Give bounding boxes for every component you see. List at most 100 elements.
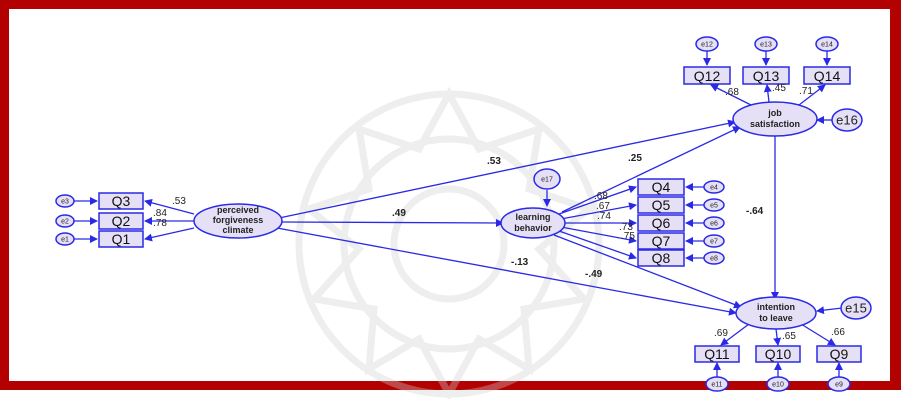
loading-q5: .67 <box>596 201 610 212</box>
coef-lb-itl: -.49 <box>585 269 603 280</box>
svg-text:e2: e2 <box>61 219 69 226</box>
path-lb-js <box>561 126 741 213</box>
svg-text:e16: e16 <box>836 113 858 128</box>
coef-js-itl: -.64 <box>746 206 764 217</box>
svg-text:forgiveness: forgiveness <box>213 215 264 225</box>
svg-text:e17: e17 <box>541 177 553 184</box>
loading-q10: .65 <box>782 331 796 342</box>
coef-pfc-lb: .49 <box>392 208 406 219</box>
svg-text:intention: intention <box>757 302 795 312</box>
svg-text:Q14: Q14 <box>814 68 841 84</box>
svg-text:e13: e13 <box>760 42 772 49</box>
loading-q13: .45 <box>772 83 786 94</box>
svg-text:climate: climate <box>222 225 253 235</box>
svg-text:Q1: Q1 <box>112 231 131 247</box>
observed-q3: Q3 <box>98 192 144 210</box>
svg-text:learning: learning <box>515 212 550 222</box>
sem-diagram: perceived forgiveness climate learning b… <box>55 36 872 399</box>
observed-q1: Q1 <box>98 230 144 248</box>
svg-text:e4: e4 <box>710 185 718 192</box>
svg-text:e11: e11 <box>711 382 722 389</box>
svg-text:e8: e8 <box>710 256 718 263</box>
error-e10: e10 <box>766 376 790 392</box>
svg-text:e15: e15 <box>845 301 867 316</box>
observed-q12: Q12 <box>683 66 731 85</box>
svg-text:Q5: Q5 <box>652 197 671 213</box>
error-e17: e17 <box>533 168 561 190</box>
svg-text:e1: e1 <box>61 237 69 244</box>
observed-q8: Q8 <box>637 249 685 267</box>
svg-text:e12: e12 <box>701 42 713 49</box>
observed-q11: Q11 <box>694 345 740 363</box>
observed-q9: Q9 <box>816 345 862 363</box>
coef-lb-js: .25 <box>628 153 642 164</box>
svg-text:Q4: Q4 <box>652 179 671 195</box>
observed-q13: Q13 <box>742 66 790 85</box>
observed-q14: Q14 <box>803 66 851 85</box>
latent-perceived-forgiveness-climate: perceived forgiveness climate <box>193 203 283 239</box>
loading-q4: .68 <box>594 191 608 202</box>
error-e8: e8 <box>703 251 725 265</box>
loading-q2: .84 <box>153 208 167 219</box>
error-e9: e9 <box>827 376 851 392</box>
error-e11: e11 <box>705 376 729 392</box>
loading-q3: .53 <box>172 196 186 207</box>
svg-text:e6: e6 <box>710 221 718 228</box>
loading-q11: .69 <box>714 328 728 339</box>
error-e12: e12 <box>695 36 719 52</box>
observed-q6: Q6 <box>637 214 685 232</box>
svg-text:Q6: Q6 <box>652 215 671 231</box>
path-pfc-js <box>278 119 736 219</box>
loading-q6: .74 <box>597 211 611 222</box>
error-e2: e2 <box>55 214 75 228</box>
svg-text:e7: e7 <box>710 239 718 246</box>
error-e5: e5 <box>703 198 725 212</box>
svg-text:e10: e10 <box>772 382 784 389</box>
error-e4: e4 <box>703 180 725 194</box>
svg-text:Q11: Q11 <box>704 346 730 362</box>
loading-q12: .68 <box>725 87 739 98</box>
svg-text:Q13: Q13 <box>753 68 780 84</box>
svg-text:e9: e9 <box>835 382 843 389</box>
error-e1: e1 <box>55 232 75 246</box>
loading-q14: .71 <box>799 86 813 97</box>
error-e14: e14 <box>815 36 839 52</box>
svg-text:to leave: to leave <box>759 313 793 323</box>
observed-q10: Q10 <box>755 345 801 363</box>
svg-text:Q2: Q2 <box>112 213 131 229</box>
svg-text:Q7: Q7 <box>652 233 671 249</box>
coef-pfc-js: .53 <box>487 156 501 167</box>
watermark-logo <box>295 86 603 399</box>
error-e7: e7 <box>703 234 725 248</box>
svg-text:e3: e3 <box>61 199 69 206</box>
svg-text:Q10: Q10 <box>765 346 792 362</box>
svg-text:e5: e5 <box>710 203 718 210</box>
error-e16: e16 <box>831 108 863 132</box>
svg-text:satisfaction: satisfaction <box>750 119 800 129</box>
svg-text:behavior: behavior <box>514 223 552 233</box>
path-pfc-itl <box>276 227 737 316</box>
svg-text:Q8: Q8 <box>652 250 671 266</box>
loading-q9: .66 <box>831 327 845 338</box>
observed-q5: Q5 <box>637 196 685 214</box>
latent-intention-to-leave: intention to leave <box>735 296 817 330</box>
svg-text:Q9: Q9 <box>830 346 849 362</box>
path-pfc-lb <box>280 218 504 227</box>
svg-text:Q3: Q3 <box>112 193 131 209</box>
path-lb-itl <box>553 234 742 309</box>
loading-q7: .73 <box>619 222 633 233</box>
svg-text:perceived: perceived <box>217 205 259 215</box>
svg-text:Q12: Q12 <box>694 68 721 84</box>
error-e6: e6 <box>703 216 725 230</box>
loading-q8: .75 <box>621 231 635 242</box>
svg-text:e14: e14 <box>821 42 833 49</box>
coef-pfc-itl: -.13 <box>511 257 529 268</box>
observed-q7: Q7 <box>637 232 685 250</box>
error-e3: e3 <box>55 194 75 208</box>
error-e15: e15 <box>840 296 872 320</box>
observed-q4: Q4 <box>637 178 685 196</box>
observed-q2: Q2 <box>98 212 144 230</box>
loading-q1: .78 <box>153 218 167 229</box>
latent-learning-behavior: learning behavior <box>500 207 566 239</box>
